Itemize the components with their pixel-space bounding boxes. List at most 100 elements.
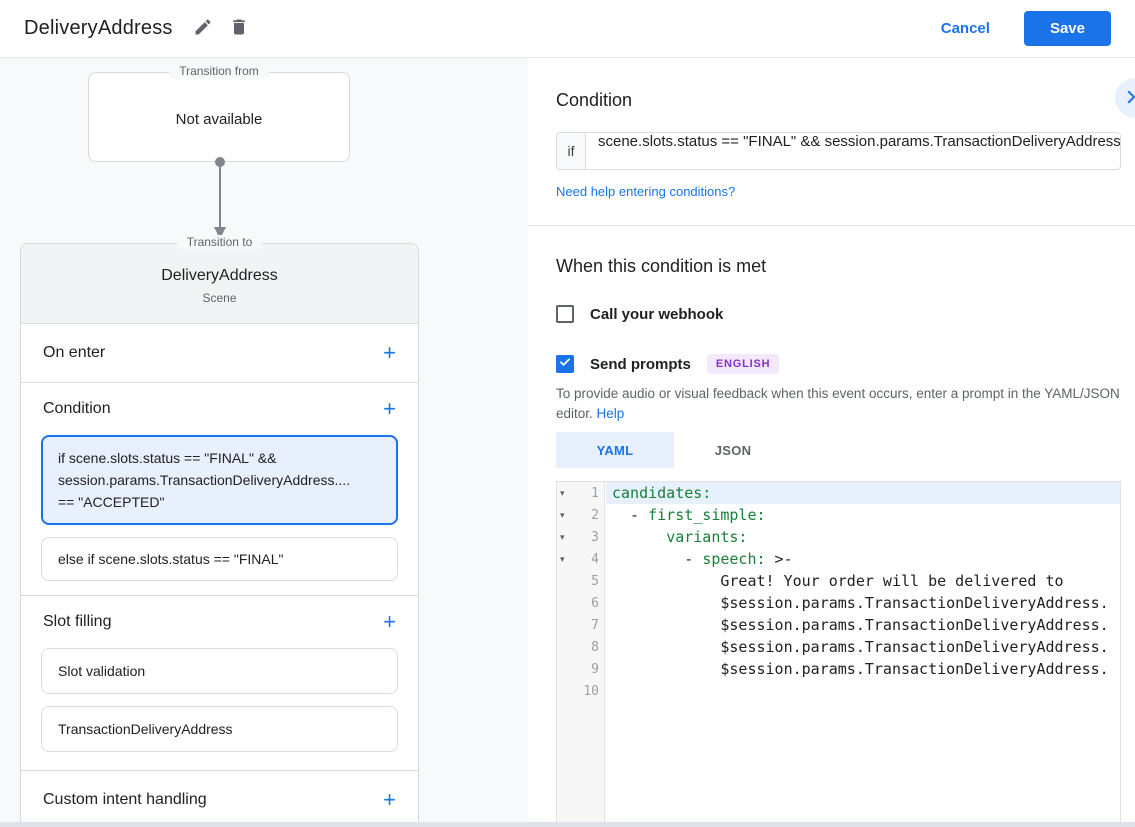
divider <box>528 225 1135 226</box>
plus-icon: + <box>383 396 396 421</box>
code-text: $session.params.TransactionDeliveryAddre… <box>612 616 1109 634</box>
slot-validation-card[interactable]: Slot validation <box>41 648 398 694</box>
transition-to-label: Transition to <box>176 235 263 249</box>
condition-text-line: == "ACCEPTED" <box>58 494 165 510</box>
line-number: 4 <box>591 551 599 567</box>
help-link[interactable]: Help <box>596 406 625 421</box>
code-line[interactable]: 5 Great! Your order will be delivered to <box>557 570 1120 592</box>
code-line[interactable]: ▾ 4 - speech: >- <box>557 548 1120 570</box>
condition-text-line: else if scene.slots.status == "FINAL" <box>58 551 284 567</box>
code-key: speech: <box>702 550 766 568</box>
tab-json[interactable]: JSON <box>674 432 792 468</box>
line-number: 8 <box>591 639 599 655</box>
code-text: - <box>612 506 649 524</box>
code-text: Great! Your order will be delivered to <box>612 572 1064 590</box>
topbar: DeliveryAddress Cancel Save <box>0 0 1135 58</box>
prompt-editor-description: To provide audio or visual feedback when… <box>556 384 1121 424</box>
divider <box>21 595 418 596</box>
editor-gutter <box>557 482 605 827</box>
divider <box>21 382 418 383</box>
conditions-help-link[interactable]: Need help entering conditions? <box>556 184 736 199</box>
scene-name: DeliveryAddress <box>161 267 278 284</box>
language-badge: ENGLISH <box>706 354 780 374</box>
code-text: >- <box>765 550 793 568</box>
fold-arrow-icon[interactable]: ▾ <box>560 553 565 564</box>
add-slot-button[interactable]: + <box>383 609 396 634</box>
scene-canvas: Transition from Not available Transition… <box>0 58 528 827</box>
condition-section-label: Condition <box>43 400 111 417</box>
send-prompts-checkbox[interactable] <box>556 355 574 373</box>
pencil-icon <box>193 17 213 40</box>
condition-heading: Condition <box>556 90 633 110</box>
page-bottom-scrollbar[interactable] <box>0 822 1135 827</box>
slot-card-label: Slot validation <box>58 663 146 679</box>
code-line[interactable]: ▾3 variants: <box>557 526 1120 548</box>
plus-icon: + <box>383 787 396 812</box>
tab-yaml[interactable]: YAML <box>556 432 674 468</box>
code-line[interactable]: 9 $session.params.TransactionDeliveryAdd… <box>557 658 1120 680</box>
code-line[interactable]: 6 $session.params.TransactionDeliveryAdd… <box>557 592 1120 614</box>
page-title: DeliveryAddress <box>24 17 173 39</box>
call-webhook-label: Call your webhook <box>590 305 724 323</box>
checkmark-icon <box>558 355 572 374</box>
line-number: 7 <box>591 617 599 633</box>
description-text: To provide audio or visual feedback when… <box>556 386 1120 421</box>
line-number: 6 <box>591 595 599 611</box>
transition-from-box[interactable]: Transition from Not available <box>88 64 350 162</box>
code-line[interactable]: 10 <box>557 680 1120 702</box>
on-enter-label: On enter <box>43 344 106 361</box>
condition-text-line: session.params.TransactionDeliveryAddres… <box>58 472 351 488</box>
fold-arrow-icon[interactable]: ▾ <box>560 509 565 520</box>
condition-expression-input[interactable]: scene.slots.status == "FINAL" && session… <box>585 132 1121 170</box>
condition-text-line: if scene.slots.status == "FINAL" && <box>58 450 277 466</box>
code-text <box>612 528 666 546</box>
line-number: 10 <box>583 683 599 699</box>
transition-to-card: Transition to DeliveryAddress Scene On e… <box>20 235 419 827</box>
code-key: variants: <box>666 528 748 546</box>
yaml-code-editor[interactable]: ▾1 candidates: ▾ 2 - first_simple: ▾3 var… <box>556 481 1121 827</box>
edit-title-button[interactable] <box>185 11 221 47</box>
condition-card-else[interactable]: else if scene.slots.status == "FINAL" <box>41 537 398 581</box>
editor-format-tabs: YAML JSON <box>556 432 1121 468</box>
divider <box>21 770 418 771</box>
code-key: first_simple: <box>648 506 766 524</box>
condition-expression-row: if scene.slots.status == "FINAL" && sess… <box>556 132 1121 170</box>
send-prompts-option-row: Send prompts ENGLISH <box>556 354 1121 374</box>
add-custom-intent-button[interactable]: + <box>383 787 396 812</box>
custom-intent-label: Custom intent handling <box>43 791 207 808</box>
condition-card-selected[interactable]: if scene.slots.status == "FINAL" && sess… <box>41 435 398 525</box>
code-text: $session.params.TransactionDeliveryAddre… <box>612 594 1109 612</box>
condition-details-panel: Condition if scene.slots.status == "FINA… <box>528 58 1135 827</box>
line-number: 2 <box>591 507 599 523</box>
trash-icon <box>229 17 249 40</box>
line-number: 9 <box>591 661 599 677</box>
collapse-panel-button[interactable] <box>1115 78 1135 118</box>
fold-arrow-icon[interactable]: ▾ <box>560 487 565 498</box>
cancel-button[interactable]: Cancel <box>925 12 1006 45</box>
code-line[interactable]: ▾ 2 - first_simple: <box>557 504 1120 526</box>
transaction-delivery-address-card[interactable]: TransactionDeliveryAddress <box>41 706 398 752</box>
code-line[interactable]: 8 $session.params.TransactionDeliveryAdd… <box>557 636 1120 658</box>
section-slot-filling: Slot filling + Slot validation Transacti… <box>21 596 418 770</box>
scene-card-header[interactable]: Transition to DeliveryAddress Scene <box>21 235 418 324</box>
delete-scene-button[interactable] <box>221 11 257 47</box>
plus-icon: + <box>383 609 396 634</box>
call-webhook-checkbox[interactable] <box>556 305 574 323</box>
code-line[interactable]: 7 $session.params.TransactionDeliveryAdd… <box>557 614 1120 636</box>
section-on-enter: On enter + <box>21 324 418 382</box>
save-button[interactable]: Save <box>1023 11 1111 46</box>
add-on-enter-button[interactable]: + <box>383 340 396 365</box>
slot-card-label: TransactionDeliveryAddress <box>58 721 233 737</box>
line-number: 5 <box>591 573 599 589</box>
code-line[interactable]: ▾1 candidates: <box>557 482 1120 504</box>
fold-arrow-icon[interactable]: ▾ <box>560 531 565 542</box>
transition-from-value: Not available <box>175 111 263 128</box>
plus-icon: + <box>383 340 396 365</box>
chevron-right-icon <box>1122 88 1135 109</box>
add-condition-button[interactable]: + <box>383 396 396 421</box>
section-custom-intent: Custom intent handling + <box>21 771 418 827</box>
code-text: $session.params.TransactionDeliveryAddre… <box>612 660 1109 678</box>
code-text: - <box>612 550 703 568</box>
scene-type-label: Scene <box>202 291 237 305</box>
section-condition: Condition + if scene.slots.status == "FI… <box>21 383 418 595</box>
